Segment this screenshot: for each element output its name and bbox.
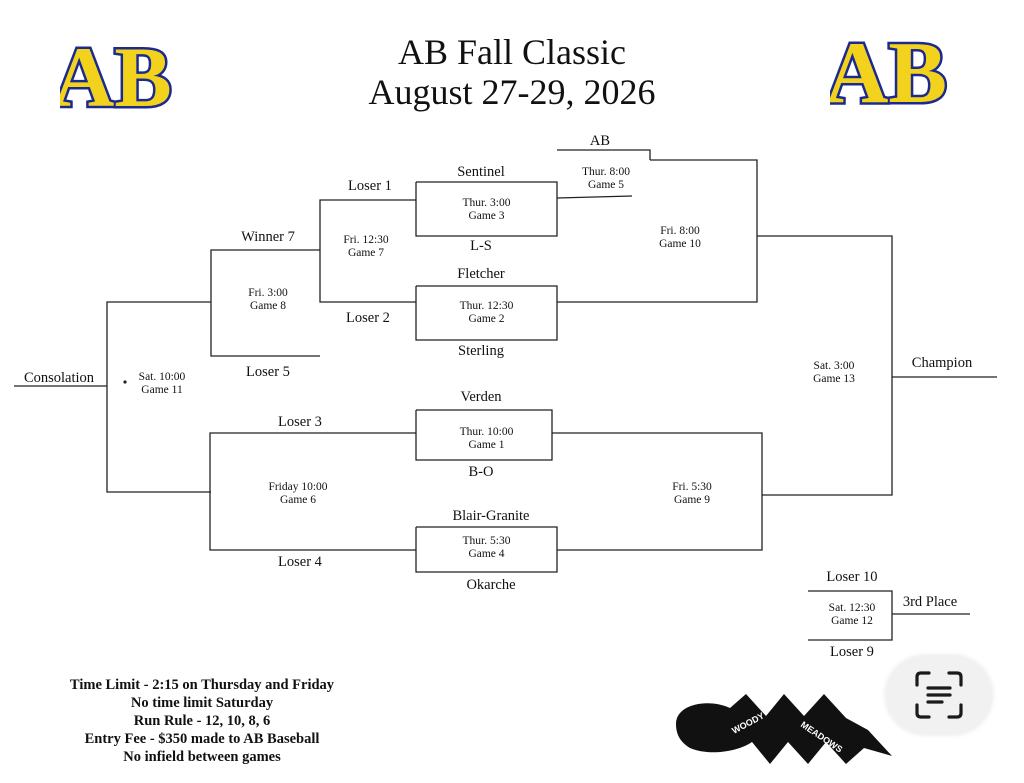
- rule-line: No infield between games: [123, 749, 281, 765]
- tournament-rules: Time Limit - 2:15 on Thursday and Friday…: [8, 676, 396, 766]
- rule-line: No time limit Saturday: [130, 695, 274, 711]
- game-4-time: Thur. 5:30: [462, 535, 511, 547]
- rule-line: Run Rule - 12, 10, 8, 6: [133, 713, 271, 729]
- label-loser-4: Loser 4: [278, 554, 322, 570]
- game-1-label: Game 1: [468, 439, 505, 451]
- game-9-label: Game 9: [673, 494, 711, 506]
- game-1-info: Thur. 10:00 Game 1: [416, 426, 557, 452]
- game-4-info: Thur. 5:30 Game 4: [416, 535, 557, 561]
- game-2-time: Thur. 12:30: [459, 300, 514, 312]
- team-fletcher: Fletcher: [457, 266, 505, 282]
- label-loser-9: Loser 9: [830, 644, 874, 660]
- top-seed-team: AB: [589, 133, 611, 149]
- label-consolation: Consolation: [23, 370, 95, 386]
- game-7-time: Fri. 12:30: [343, 234, 389, 246]
- game-8-time: Fri. 3:00: [248, 287, 288, 299]
- game-10-time: Fri. 8:00: [660, 225, 700, 237]
- label-champion: Champion: [911, 355, 973, 371]
- team-blair-granite: Blair-Granite: [452, 508, 530, 524]
- game-9-info: Fri. 5:30 Game 9: [652, 481, 732, 507]
- game-11-label: Game 11: [141, 384, 183, 396]
- label-loser-2: Loser 2: [346, 310, 390, 326]
- game-5-label: Game 5: [587, 179, 625, 191]
- team-sentinel: Sentinel: [457, 164, 505, 180]
- game-11-time: Sat. 10:00: [138, 371, 186, 383]
- game-2-label: Game 2: [468, 313, 505, 325]
- team-verden: Verden: [460, 389, 502, 405]
- game-12-info: Sat. 12:30 Game 12: [812, 602, 892, 628]
- team-bo: B-O: [468, 464, 494, 480]
- label-loser-10: Loser 10: [826, 569, 878, 585]
- game-5-info: Thur. 8:00 Game 5: [566, 166, 646, 192]
- event-title: AB Fall Classic: [397, 32, 626, 72]
- game-8-label: Game 8: [249, 300, 287, 312]
- scan-text-icon: [915, 671, 963, 719]
- ab-logo-right: AB: [830, 23, 950, 125]
- game-6-time: Friday 10:00: [268, 481, 328, 493]
- label-third-place: 3rd Place: [902, 594, 958, 610]
- game-1-time: Thur. 10:00: [459, 426, 514, 438]
- woody-meadows-logo: WOODY MEADOWS: [676, 694, 892, 764]
- game-8-info: Fri. 3:00 Game 8: [228, 287, 308, 313]
- game-3-info: Thur. 3:00 Game 3: [416, 197, 557, 223]
- team-ls: L-S: [470, 238, 492, 254]
- label-loser-5: Loser 5: [246, 364, 290, 380]
- game-9-time: Fri. 5:30: [672, 481, 712, 493]
- game-7-info: Fri. 12:30 Game 7: [326, 234, 406, 260]
- label-loser-1: Loser 1: [348, 178, 392, 194]
- game-13-label: Game 13: [813, 373, 855, 385]
- scan-text-button[interactable]: [886, 656, 992, 734]
- game-5-time: Thur. 8:00: [582, 166, 630, 178]
- label-loser-3: Loser 3: [278, 414, 322, 430]
- game-11-info: Sat. 10:00 Game 11: [122, 371, 202, 397]
- game-2-info: Thur. 12:30 Game 2: [416, 300, 557, 326]
- rule-line: Time Limit - 2:15 on Thursday and Friday: [69, 677, 335, 693]
- game-3-label: Game 3: [468, 210, 505, 222]
- rule-line: Entry Fee - $350 made to AB Baseball: [84, 731, 320, 747]
- game-10-label: Game 10: [659, 238, 701, 250]
- event-dates: August 27-29, 2026: [368, 72, 656, 112]
- ab-logo-left: AB: [60, 28, 174, 128]
- team-okarche: Okarche: [466, 577, 516, 593]
- game-13-time: Sat. 3:00: [813, 360, 855, 372]
- woody-meadows-mark: [676, 694, 892, 764]
- ab-logo-letter-a: AB: [60, 29, 172, 125]
- game-10-info: Fri. 8:00 Game 10: [640, 225, 720, 251]
- team-sterling: Sterling: [458, 343, 504, 359]
- game-12-label: Game 12: [831, 615, 873, 627]
- game-6-info: Friday 10:00 Game 6: [253, 481, 343, 507]
- game-3-time: Thur. 3:00: [462, 197, 511, 209]
- game-13-info: Sat. 3:00 Game 13: [794, 360, 874, 386]
- game-6-label: Game 6: [279, 494, 317, 506]
- game-7-label: Game 7: [347, 247, 385, 259]
- label-winner-7: Winner 7: [241, 229, 295, 245]
- game-4-label: Game 4: [468, 548, 505, 560]
- ab-logo-letters: AB: [830, 25, 947, 122]
- game-12-time: Sat. 12:30: [828, 602, 876, 614]
